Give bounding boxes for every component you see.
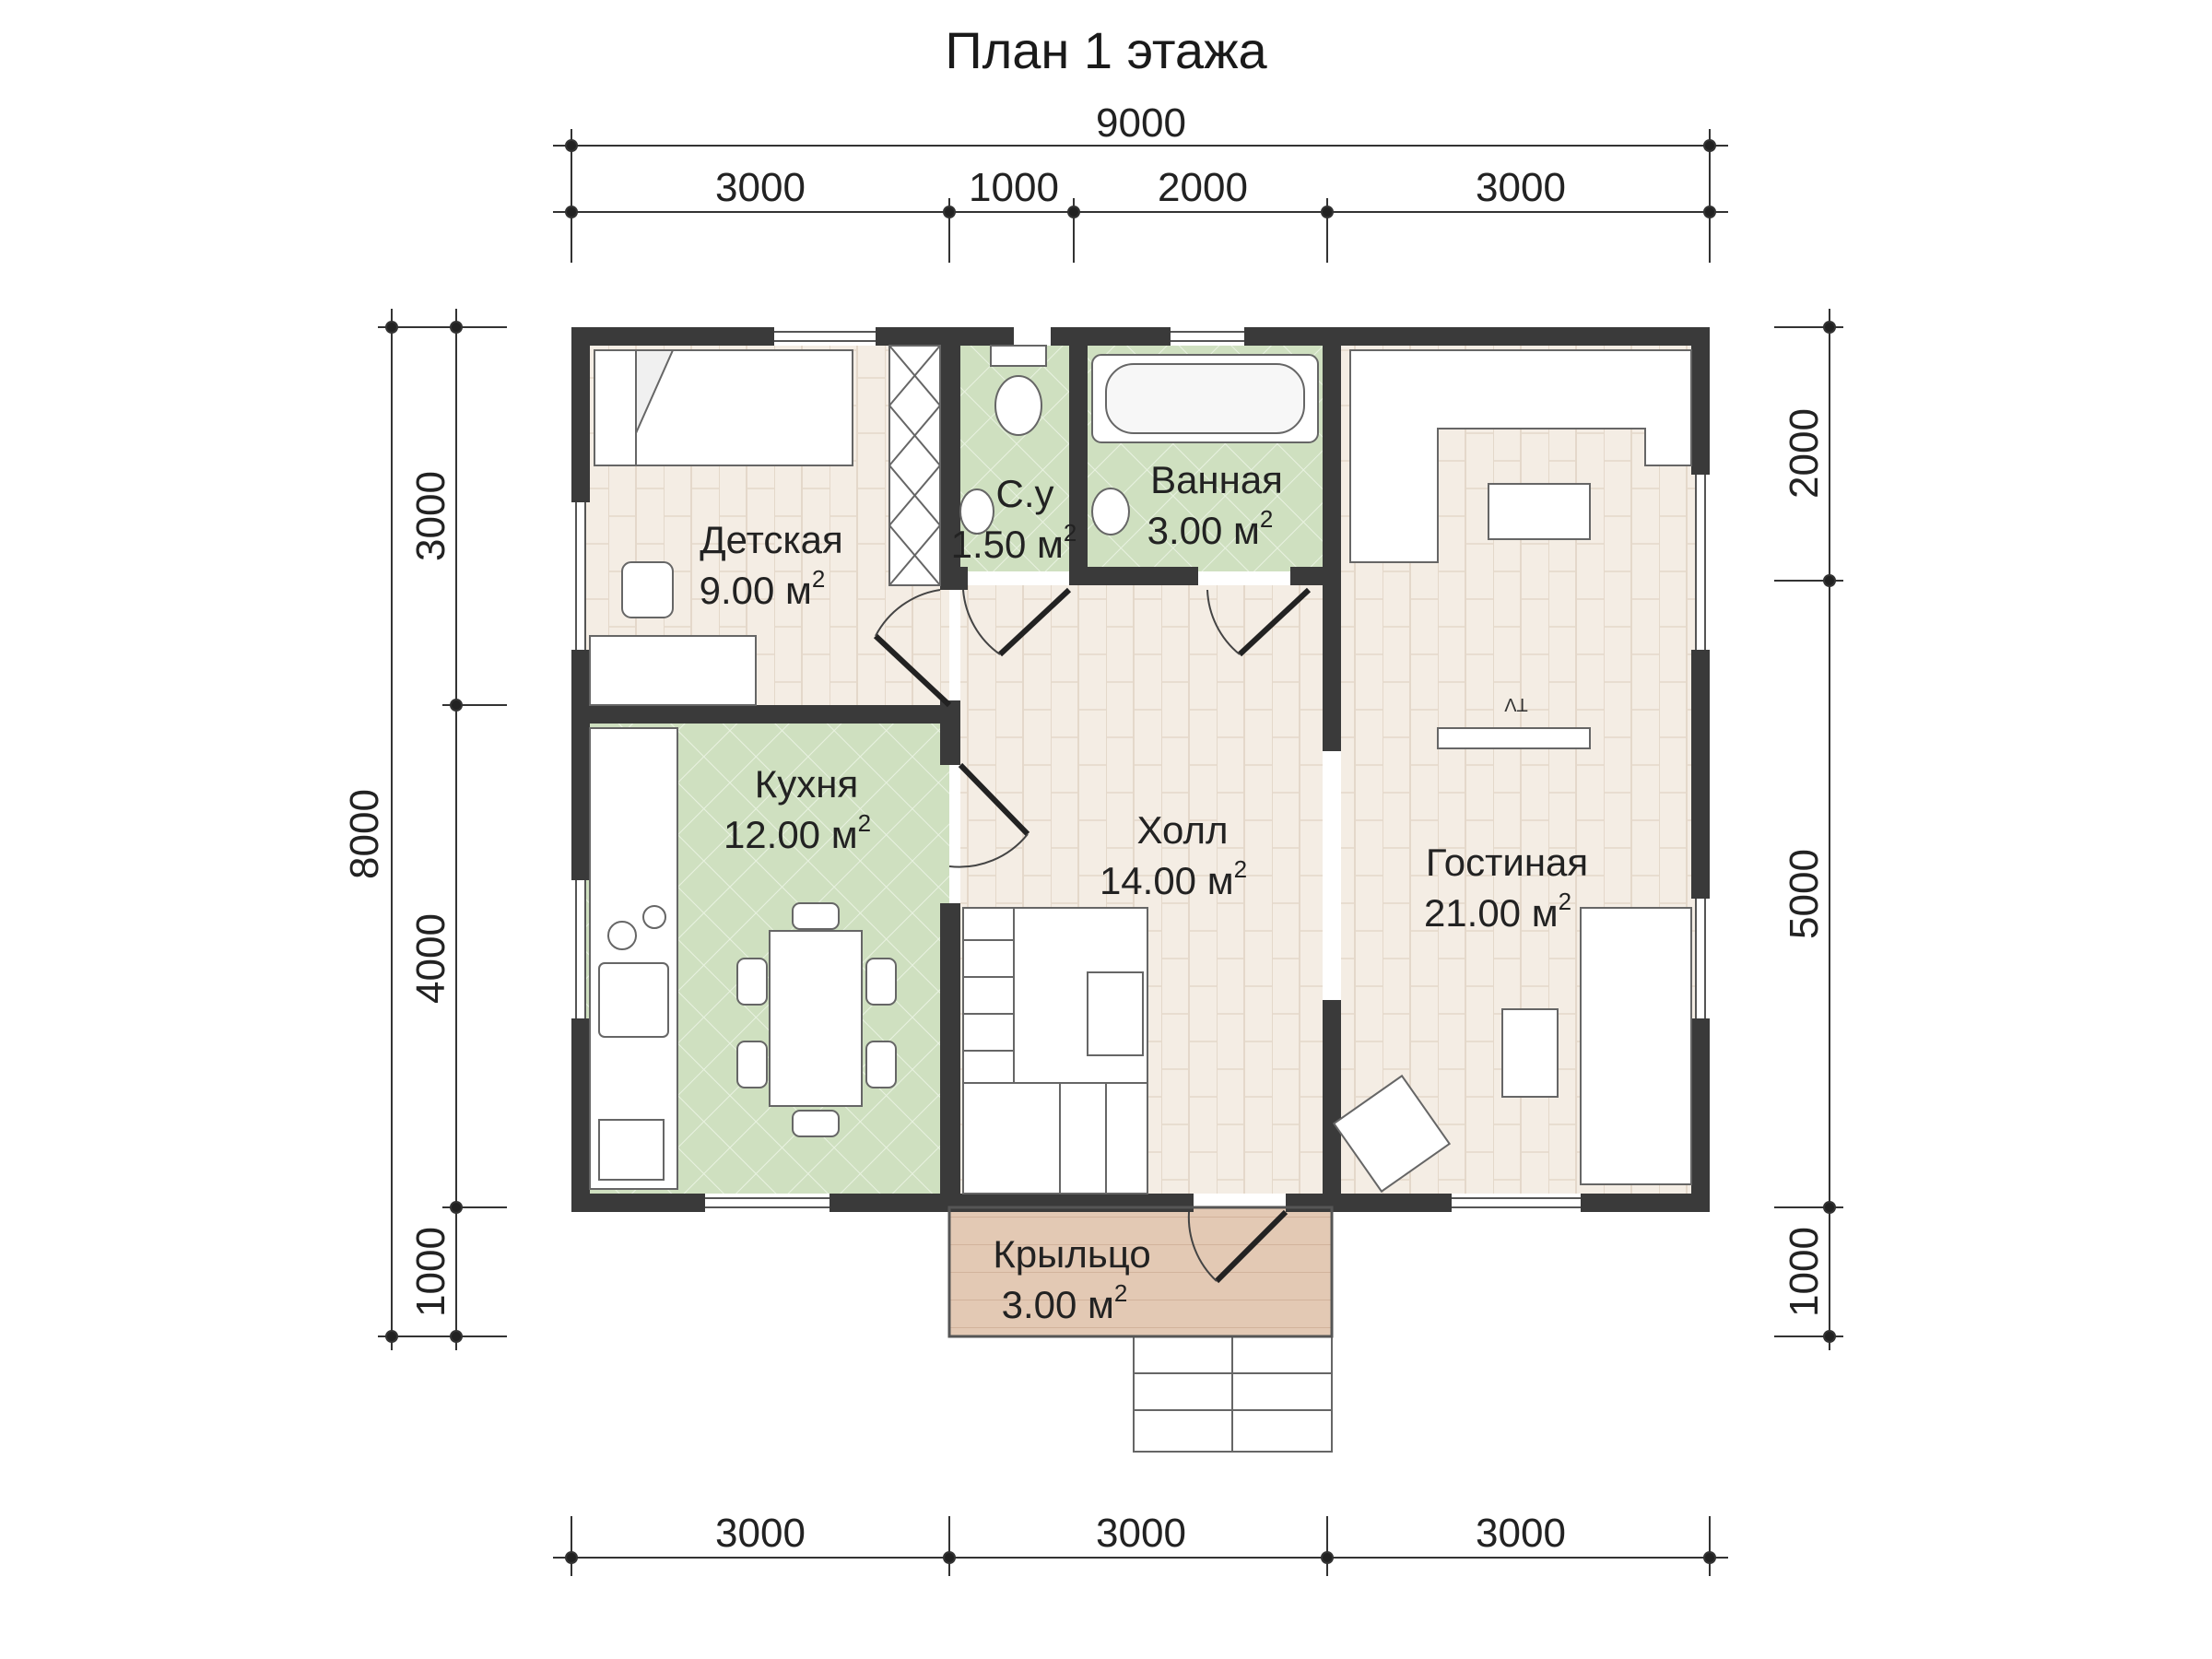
plan-title: План 1 этажа [945,21,1267,79]
room-detskaya: Детская 9.00 м2 [700,518,843,612]
room-area: 12.00 м [724,813,858,856]
room-name: Крыльцо [993,1232,1150,1276]
room-area-sup: 2 [1260,505,1273,533]
room-area-sup: 2 [858,809,871,837]
dim-top-3: 2000 [1158,165,1248,210]
room-name: С.у [996,472,1054,515]
room-area: 3.00 м [1147,509,1260,552]
room-holl: Холл 14.00 м2 [1100,808,1247,902]
room-kuhnya: Кухня 12.00 м2 [724,762,871,856]
room-name: Кухня [755,762,858,806]
svg-text:3.00 м2: 3.00 м2 [1147,505,1274,552]
dim-top-4: 3000 [1476,165,1566,210]
dim-bottom-2: 3000 [1096,1511,1186,1556]
room-area: 14.00 м [1100,859,1234,902]
room-kryltso: Крыльцо 3.00 м2 [993,1232,1150,1326]
walls [571,327,1710,1212]
room-name: Детская [700,518,843,561]
svg-text:9.00 м2: 9.00 м2 [700,565,826,612]
dim-right-3: 1000 [1782,1227,1827,1317]
dim-bottom-1: 3000 [715,1511,806,1556]
desk [589,635,757,706]
dim-top-1: 3000 [715,165,806,210]
dim-left-total: 8000 [342,789,387,879]
doors [873,587,1312,1284]
room-area-sup: 2 [1234,855,1247,883]
room-name: Ванная [1150,458,1283,501]
kitchen-sink [598,962,669,1038]
bed [594,349,853,466]
porch-outline [947,1206,1334,1338]
dim-right-2: 5000 [1782,849,1827,939]
kids-chair [621,561,674,618]
dim-bottom-3: 3000 [1476,1511,1566,1556]
armchair [1332,1074,1452,1194]
dimension-lines [378,129,1843,1576]
tv-stand [1437,727,1591,749]
sofa [1580,907,1692,1185]
room-name: Холл [1137,808,1229,852]
corner-sofa [1349,349,1692,563]
coffee-table [1488,483,1591,540]
hall-table [1087,971,1144,1056]
room-area-sup: 2 [812,565,825,593]
svg-text:1.50 м2: 1.50 м2 [951,519,1077,566]
stove [607,921,637,950]
svg-text:3.00 м2: 3.00 м2 [1002,1279,1128,1326]
toilet-tank [990,345,1047,367]
dim-left-3: 1000 [408,1227,453,1317]
room-area: 1.50 м [951,523,1064,566]
side-table [1501,1008,1559,1098]
dim-top-2: 1000 [969,165,1059,210]
dim-left-1: 3000 [408,471,453,561]
dim-left-2: 4000 [408,913,453,1004]
dining-table [769,930,863,1107]
room-area-sup: 2 [1114,1279,1127,1307]
furniture [589,345,1692,1453]
room-area: 9.00 м [700,569,812,612]
room-area-sup: 2 [1559,888,1571,915]
dim-right-1: 2000 [1782,408,1827,499]
room-area: 21.00 м [1424,891,1559,935]
tv-label: TV [1504,694,1528,714]
kitchen-counter [589,727,678,1190]
su-sink [959,488,994,535]
room-vannaya: Ванная 3.00 м2 [1147,458,1283,552]
svg-text:14.00 м2: 14.00 м2 [1100,855,1247,902]
fridge [598,1119,665,1181]
svg-text:21.00 м2: 21.00 м2 [1424,888,1571,935]
room-name: Гостиная [1426,841,1588,884]
room-area: 3.00 м [1002,1283,1114,1326]
wardrobe [888,345,941,586]
toilet-bowl [994,375,1042,436]
door-arcs [875,589,1241,1282]
dim-top-total: 9000 [1096,100,1186,146]
bath-sink [1091,488,1130,535]
room-area-sup: 2 [1064,519,1077,547]
svg-text:12.00 м2: 12.00 м2 [724,809,871,856]
windows [575,331,1706,1208]
room-gostinaya: Гостиная 21.00 м2 [1424,841,1588,935]
room-su: С.у 1.50 м2 [951,472,1077,566]
